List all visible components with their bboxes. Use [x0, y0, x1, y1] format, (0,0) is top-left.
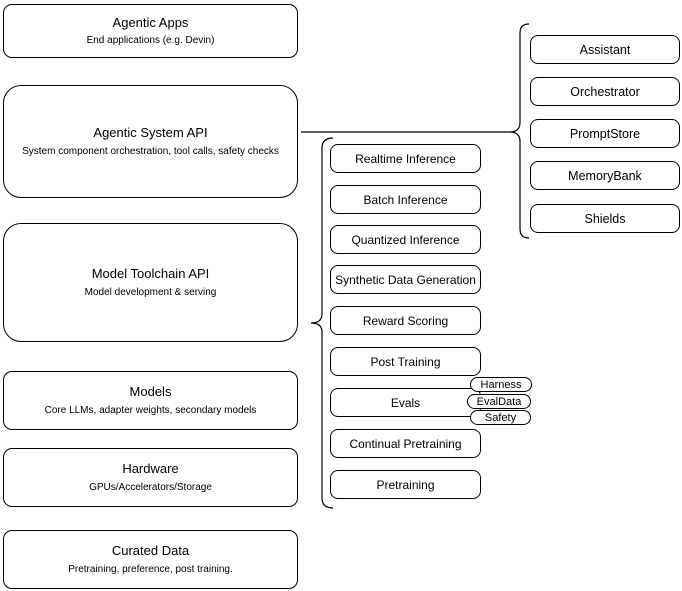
toolchain-item-label: Quantized Inference — [351, 232, 460, 247]
components-brace — [509, 23, 530, 239]
toolchain-item-post-training: Post Training — [330, 347, 481, 376]
toolchain-item-batch-inference: Batch Inference — [330, 185, 481, 214]
component-promptstore: PromptStore — [530, 119, 680, 148]
toolchain-item-label: Synthetic Data Generation — [335, 272, 476, 287]
toolchain-item-label: Realtime Inference — [355, 151, 456, 166]
layer-subtitle: Pretraining, preference, post training. — [68, 563, 233, 575]
toolchain-item-label: Continual Pretraining — [349, 436, 462, 451]
toolchain-item-label: Reward Scoring — [362, 313, 449, 328]
toolchain-item-label: Pretraining — [376, 477, 435, 492]
toolchain-item-pretraining: Pretraining — [330, 470, 481, 499]
toolchain-item-reward-scoring: Reward Scoring — [330, 306, 481, 335]
toolchain-item-label: Evals — [390, 395, 421, 410]
toolchain-item-label: Post Training — [370, 354, 441, 369]
layer-models: Models Core LLMs, adapter weights, secon… — [3, 371, 298, 430]
toolchain-item-evals: Evals — [330, 388, 481, 417]
component-orchestrator: Orchestrator — [530, 77, 680, 106]
component-label: MemoryBank — [568, 168, 642, 183]
layer-curated-data: Curated Data Pretraining, preference, po… — [3, 530, 298, 589]
layer-subtitle: End applications (e.g. Devin) — [86, 35, 215, 47]
toolchain-item-synthetic-data-generation: Synthetic Data Generation — [330, 265, 481, 294]
component-memorybank: MemoryBank — [530, 161, 680, 190]
layer-title: Model Toolchain API — [91, 266, 210, 282]
toolchain-item-label: Batch Inference — [363, 192, 448, 207]
evals-tag-evaldata: EvalData — [467, 394, 531, 409]
evals-tag-label: Safety — [484, 411, 517, 424]
layer-title: Curated Data — [111, 543, 190, 559]
component-shields: Shields — [530, 204, 680, 233]
component-label: Orchestrator — [570, 84, 640, 99]
toolchain-item-realtime-inference: Realtime Inference — [330, 144, 481, 173]
layer-subtitle: Core LLMs, adapter weights, secondary mo… — [44, 404, 257, 416]
layer-agentic-apps: Agentic Apps End applications (e.g. Devi… — [3, 4, 298, 58]
evals-tag-harness: Harness — [470, 377, 532, 392]
layer-title: Agentic System API — [93, 125, 208, 141]
evals-tag-safety: Safety — [470, 410, 531, 425]
component-label: Assistant — [579, 42, 631, 57]
layer-model-toolchain-api: Model Toolchain API Model development & … — [3, 223, 298, 342]
component-label: Shields — [584, 211, 626, 226]
layer-title: Agentic Apps — [112, 14, 189, 30]
layer-title: Hardware — [122, 461, 179, 477]
layer-subtitle: Model development & serving — [84, 286, 217, 298]
layer-agentic-system-api: Agentic System API System component orch… — [3, 85, 298, 198]
evals-tag-label: EvalData — [476, 395, 522, 408]
component-assistant: Assistant — [530, 35, 680, 64]
evals-tag-label: Harness — [480, 378, 522, 391]
layer-hardware: Hardware GPUs/Accelerators/Storage — [3, 448, 298, 507]
layer-subtitle: GPUs/Accelerators/Storage — [89, 481, 212, 493]
layer-subtitle: System component orchestration, tool cal… — [22, 145, 279, 157]
component-label: PromptStore — [569, 126, 641, 141]
toolchain-item-quantized-inference: Quantized Inference — [330, 225, 481, 254]
layer-title: Models — [129, 384, 172, 400]
toolchain-item-continual-pretraining: Continual Pretraining — [330, 429, 481, 458]
